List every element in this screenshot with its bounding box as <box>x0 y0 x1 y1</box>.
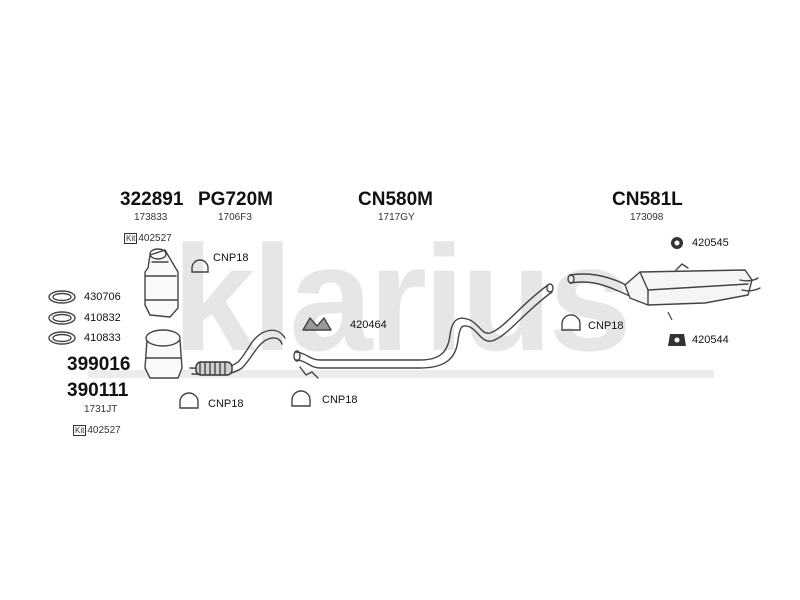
part-code-399016: 399016 <box>67 354 131 375</box>
kit-ref: 402527 <box>87 425 121 436</box>
rear-silencer-icon <box>567 263 761 306</box>
clamp-label: CNP18 <box>213 252 249 264</box>
intermediate-pipe-icon <box>293 283 554 379</box>
clamp-icon <box>561 314 581 331</box>
catalytic-converter-icon <box>144 248 179 318</box>
clamp-icon <box>179 392 199 409</box>
watermark-text: klarius <box>172 214 628 382</box>
hanger-icon <box>671 237 683 249</box>
clamp-icon <box>291 390 311 407</box>
gasket-icon <box>48 290 76 304</box>
part-ref-173833: 173833 <box>134 212 168 223</box>
mount-label: 420545 <box>692 237 729 249</box>
clamp-icon <box>191 259 209 273</box>
part-code-390111: 390111 <box>67 380 129 401</box>
part-code-pg720m: PG720M <box>198 189 273 210</box>
part-code-cn580m: CN580M <box>358 189 433 210</box>
gasket-icon <box>48 331 76 345</box>
part-ref-1706f3: 1706F3 <box>218 212 252 223</box>
part-ref-173098: 173098 <box>630 212 664 223</box>
rubber-mount-icon <box>302 317 332 331</box>
gasket-label: 410833 <box>84 332 121 344</box>
part-code-322891: 322891 <box>120 189 184 210</box>
mount-label: 420544 <box>692 334 729 346</box>
particulate-filter-icon <box>144 329 183 379</box>
part-code-cn581l: CN581L <box>612 189 683 210</box>
kit-icon: Kit <box>124 233 138 244</box>
gasket-label: 430706 <box>84 291 121 303</box>
clamp-label: CNP18 <box>588 320 624 332</box>
part-ref-1717gy: 1717GY <box>378 212 415 223</box>
kit-ref: 402527 <box>138 233 172 244</box>
clamp-label: CNP18 <box>322 394 358 406</box>
watermark-underline <box>88 370 714 378</box>
gasket-label: 410832 <box>84 312 121 324</box>
hanger-bracket-icon <box>667 311 673 321</box>
hanger-icon <box>668 334 686 346</box>
gasket-icon <box>48 311 76 325</box>
part-ref-1731jt: 1731JT <box>84 404 118 415</box>
clamp-label: CNP18 <box>208 398 244 410</box>
front-pipe-icon <box>189 329 286 376</box>
kit-icon: Kit <box>73 425 87 436</box>
mount-label: 420464 <box>350 319 387 331</box>
